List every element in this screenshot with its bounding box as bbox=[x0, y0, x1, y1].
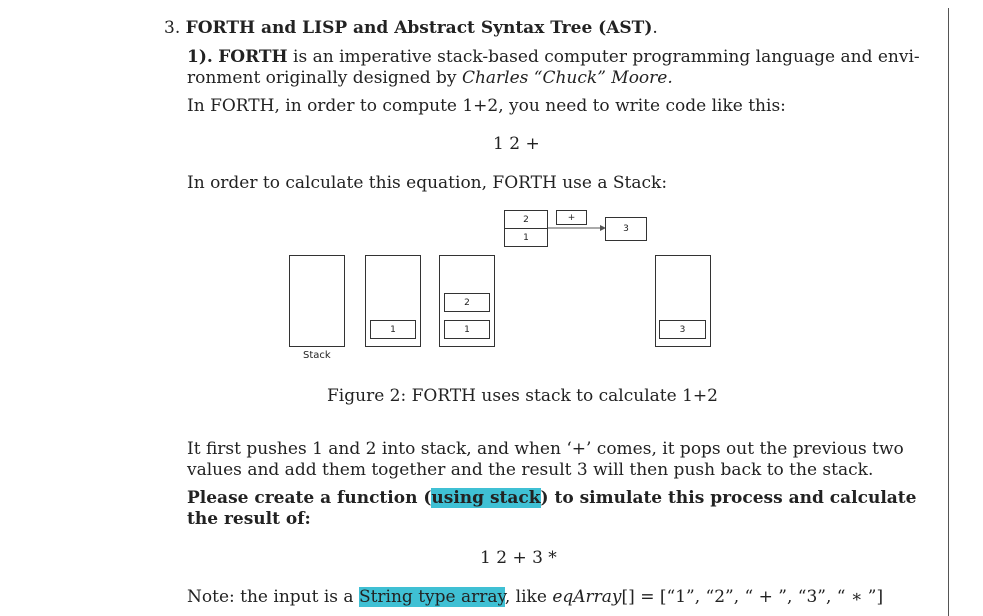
section-title: FORTH and LISP and Abstract Syntax Tree … bbox=[185, 18, 653, 38]
task-line-2: the result of: bbox=[187, 509, 311, 529]
task-line-1: Please create a function (using stack) t… bbox=[187, 488, 916, 509]
task-text-post: ) to simulate this process and calculate bbox=[540, 488, 917, 508]
figure-arrow bbox=[548, 225, 606, 231]
note-pre: Note: the input is a bbox=[187, 587, 354, 607]
subsection-line-2: ronment originally designed by Charles “… bbox=[187, 68, 673, 89]
stack-empty bbox=[289, 255, 345, 347]
author-name: Charles “Chuck” Moore bbox=[461, 68, 668, 88]
code-example-2: 1 2 + 3 * bbox=[480, 548, 557, 568]
note-rest: = [“1”, “2”, “ + ”, “3”, “ ∗ ”] bbox=[634, 587, 884, 607]
subsection-text-2: ronment originally designed by bbox=[187, 68, 457, 88]
section-title-period: . bbox=[652, 18, 658, 38]
figure-cell-2-top: 2 bbox=[504, 210, 548, 229]
author-period: . bbox=[667, 68, 673, 88]
stack-2-cell-bottom: 1 bbox=[370, 320, 416, 339]
explanation-line-1: It first pushes 1 and 2 into stack, and … bbox=[187, 439, 904, 459]
stack-intro-text: In order to calculate this equation, FOR… bbox=[187, 173, 668, 193]
note-highlight: String type array bbox=[358, 587, 505, 607]
stack-4-cell-bottom: 3 bbox=[659, 320, 706, 339]
section-number: 3. bbox=[164, 18, 181, 38]
forth-term: FORTH bbox=[218, 47, 288, 67]
page-right-border bbox=[948, 8, 949, 616]
subsection-text: is an imperative stack-based computer pr… bbox=[293, 47, 920, 67]
explanation-line-2: values and add them together and the res… bbox=[187, 460, 874, 480]
task-text-pre: Please create a function ( bbox=[187, 488, 432, 508]
code-example-1: 1 2 + bbox=[493, 134, 540, 154]
figure-cell-result: 3 bbox=[605, 217, 647, 241]
stack-3-cell-top: 2 bbox=[444, 293, 490, 312]
note-mid: , like bbox=[504, 587, 547, 607]
figure-cell-1-top: 1 bbox=[504, 228, 548, 247]
figure-cell-plus: + bbox=[556, 210, 587, 225]
subsection-label: 1). bbox=[187, 47, 213, 67]
stack-label: Stack bbox=[303, 350, 331, 361]
note-var: eqArray bbox=[552, 587, 622, 607]
section-heading: 3. FORTH and LISP and Abstract Syntax Tr… bbox=[164, 18, 658, 39]
figure-caption: Figure 2: FORTH uses stack to calculate … bbox=[327, 386, 718, 406]
task-highlight: using stack bbox=[431, 488, 541, 508]
note-brackets: [] bbox=[621, 587, 635, 607]
intro-text: In FORTH, in order to compute 1+2, you n… bbox=[187, 96, 786, 116]
subsection-line-1: 1). FORTH is an imperative stack-based c… bbox=[187, 47, 920, 68]
note-line: Note: the input is a String type array, … bbox=[187, 587, 883, 608]
stack-3-cell-bottom: 1 bbox=[444, 320, 490, 339]
